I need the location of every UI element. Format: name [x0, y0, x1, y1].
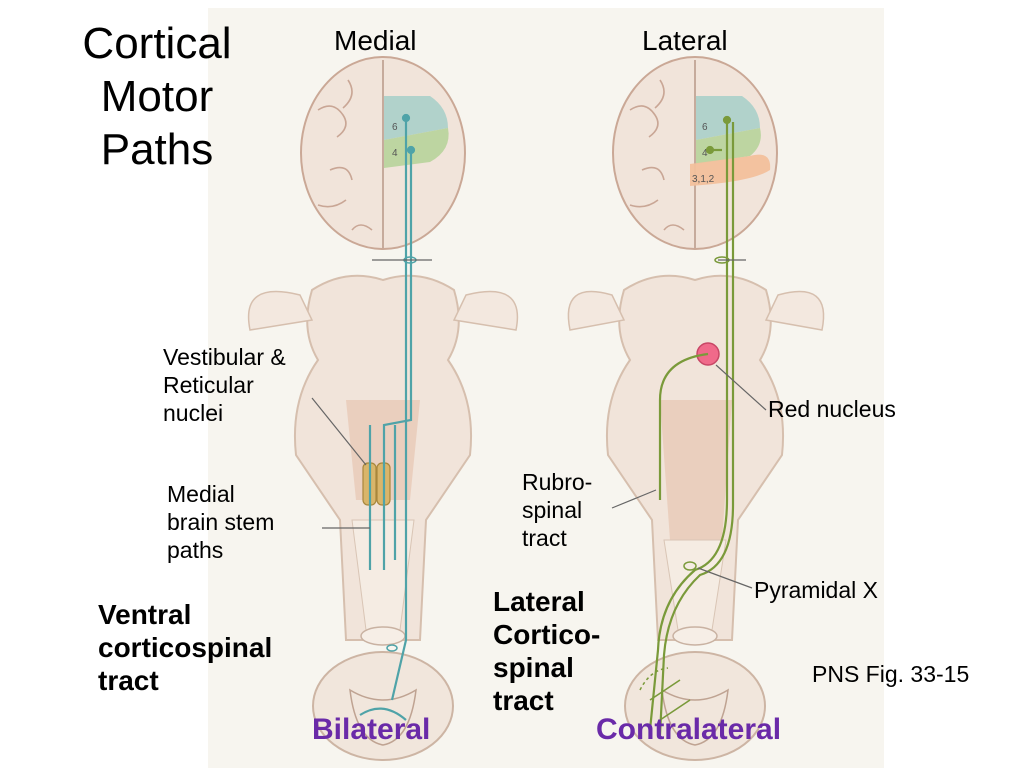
vestibular-line-3: nuclei	[163, 400, 224, 427]
rubrospinal-label: Rubro- spinal tract	[522, 468, 592, 552]
lateral-cs-line-3: spinal	[493, 652, 574, 684]
title-line-1: Cortical	[82, 19, 232, 68]
bilateral-label: Bilateral	[312, 713, 431, 746]
pyramidal-decussation-label: Pyramidal X	[754, 577, 878, 603]
ventral-line-1: Ventral	[98, 599, 192, 630]
ventral-corticospinal-label: Ventral corticospinal tract	[98, 598, 272, 697]
lateral-header: Lateral	[642, 25, 728, 56]
rubro-line-2: spinal	[522, 497, 583, 524]
area-6-medial	[384, 96, 448, 140]
red-nucleus-label: Red nucleus	[768, 396, 896, 422]
medial-paths-line-2: brain stem	[167, 509, 275, 536]
vestibular-line-2: Reticular	[163, 372, 254, 399]
lateral-cs-line-1: Lateral	[493, 586, 585, 617]
medial-header: Medial	[334, 25, 417, 56]
medial-paths-line-3: paths	[167, 537, 224, 564]
area-312-lateral	[690, 154, 771, 186]
area-4-label-lateral: 4	[702, 148, 708, 159]
rubro-line-3: tract	[522, 525, 567, 552]
lateral-cs-line-2: Cortico-	[493, 619, 601, 651]
area-4-lateral	[696, 128, 761, 164]
lateral-brainstem	[567, 274, 825, 646]
leader-lines	[311, 259, 767, 589]
lateral-cs-line-4: tract	[493, 685, 554, 717]
vestibular-reticular-label: Vestibular & Reticular nuclei	[163, 343, 286, 427]
page-title: Cortical Motor Paths	[52, 18, 262, 176]
medial-tracts	[359, 113, 417, 721]
contralateral-label: Contralateral	[596, 713, 782, 746]
area-6-label-medial: 6	[392, 122, 398, 133]
medial-brainstem-paths-label: Medial brain stem paths	[167, 480, 274, 564]
title-line-3: Paths	[100, 124, 214, 174]
ventral-line-3: tract	[98, 665, 159, 697]
source-citation: PNS Fig. 33-15	[812, 661, 970, 687]
lateral-brain: 6 4 3,1,2	[612, 56, 778, 250]
medial-brain: 6 4	[300, 56, 466, 250]
lateral-tracts	[639, 115, 735, 736]
medial-paths-line-1: Medial	[167, 481, 235, 507]
lateral-corticospinal-label: Lateral Cortico- spinal tract	[493, 585, 600, 717]
vestibular-line-1: Vestibular &	[163, 344, 286, 370]
rubro-line-1: Rubro-	[522, 469, 593, 495]
title-line-2: Motor	[100, 71, 214, 121]
area-4-label-medial: 4	[392, 148, 398, 159]
area-6-label-lateral: 6	[702, 122, 708, 133]
area-4-medial	[384, 128, 449, 168]
ventral-line-2: corticospinal	[98, 632, 273, 664]
medial-spinal-cord	[312, 651, 454, 761]
area-312-label-lateral: 3,1,2	[692, 174, 715, 185]
